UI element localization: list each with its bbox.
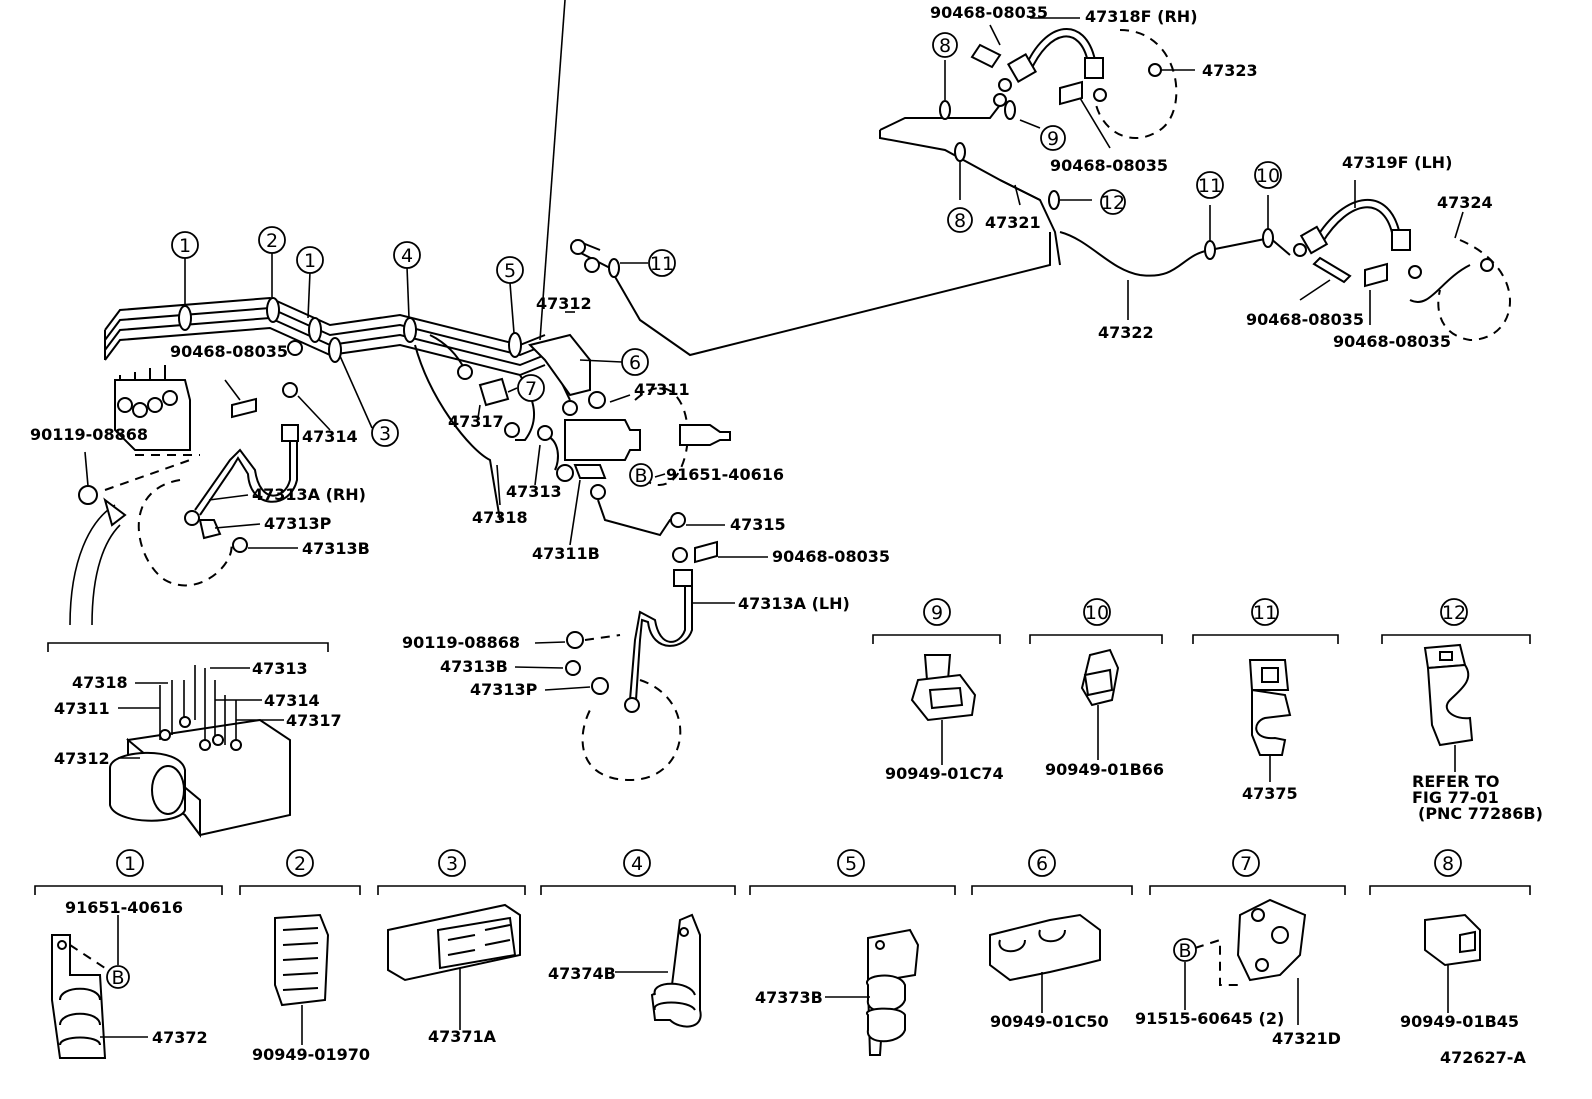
clamp-details-upper: 9 10 11 12 90949-01C74 90949-01B66 47375… [872,598,1543,823]
label-47313p-lh: 47313P [470,680,538,699]
label-47314-detail: 47314 [264,691,320,710]
label-47321: 47321 [985,213,1041,232]
actuator-detail: 47318 47313 47314 47311 47317 47312 [47,642,342,838]
label-refer-line2: FIG 77-01 [1412,788,1499,807]
label-47323: 47323 [1202,61,1258,80]
label-47372: 47372 [152,1028,208,1047]
label-90468-08035-lower: 90468-08035 [772,547,890,566]
clamp-details-lower: 1 2 3 4 5 6 7 8 B [34,849,1531,1067]
label-47313a-rh: 47313A (RH) [252,485,366,504]
label-47312: 47312 [536,294,592,313]
label-47313p-rh: 47313P [264,514,332,533]
label-47311-detail: 47311 [54,699,110,718]
callout-b-a: B [634,465,647,487]
callout-11-a: 11 [1198,175,1222,197]
rh-front-line-group: 8 9 8 12 90468-08035 47318F (RH) 47323 9… [879,3,1258,266]
callout-10-detail: 10 [1085,602,1109,624]
label-90468-08035-lh1: 90468-08035 [1246,310,1364,329]
callout-2-detail: 2 [294,853,306,875]
callout-6-detail: 6 [1036,853,1048,875]
callout-2-a: 2 [266,230,278,252]
label-90468-08035-lh2: 90468-08035 [1333,332,1451,351]
label-47313a-lh: 47313A (LH) [738,594,850,613]
label-90119-08868-lh: 90119-08868 [402,633,520,652]
callout-5-detail: 5 [845,853,857,875]
label-90119-08868-rh: 90119-08868 [30,425,148,444]
main-line-bundle: 1 2 1 4 5 3 6 7 11 B 90468-08035 47312 4… [30,0,1051,782]
label-47313-detail: 47313 [252,659,308,678]
callout-12-a: 12 [1101,192,1125,214]
label-47375: 47375 [1242,784,1298,803]
callout-8-detail: 8 [1442,853,1454,875]
label-90949-01c50: 90949-01C50 [990,1012,1109,1031]
callout-12-detail: 12 [1442,602,1466,624]
callout-5-a: 5 [504,260,516,282]
callout-b-detail7: B [1178,940,1191,962]
label-90949-01c74: 90949-01C74 [885,764,1004,783]
label-90468-08035-bundle: 90468-08035 [170,342,288,361]
callout-8-a: 8 [939,35,951,57]
callout-3-a: 3 [379,423,391,445]
callout-8-b: 8 [954,210,966,232]
label-47318-detail: 47318 [72,673,128,692]
callout-7-a: 7 [525,378,537,400]
label-47373b: 47373B [755,988,823,1007]
label-47313b-rh: 47313B [302,539,370,558]
label-90949-01b66: 90949-01B66 [1045,760,1164,779]
callout-11-detail: 11 [1253,602,1277,624]
label-47311b: 47311B [532,544,600,563]
label-90468-08035-top: 90468-08035 [930,3,1048,22]
label-47319f-lh: 47319F (LH) [1342,153,1452,172]
callout-1-a: 1 [179,235,191,257]
label-90949-01b45: 90949-01B45 [1400,1012,1519,1031]
label-90949-01970: 90949-01970 [252,1045,370,1064]
label-90468-08035-rh2: 90468-08035 [1050,156,1168,175]
label-47374b: 47374B [548,964,616,983]
callout-7-detail: 7 [1240,853,1252,875]
label-47315: 47315 [730,515,786,534]
callout-b-detail1: B [111,967,124,989]
callout-1-b: 1 [304,250,316,272]
callout-4-detail: 4 [631,853,643,875]
callout-4-a: 4 [401,245,413,267]
label-47313b-lh: 47313B [440,657,508,676]
callout-6-a: 6 [629,352,641,374]
label-47313: 47313 [506,482,562,501]
label-47318f-rh: 47318F (RH) [1085,7,1198,26]
label-47321d: 47321D [1272,1029,1341,1048]
label-47317-detail: 47317 [286,711,342,730]
label-47371a: 47371A [428,1027,497,1046]
label-91515-60645: 91515-60645 (2) [1135,1009,1284,1028]
label-refer-line3: (PNC 77286B) [1418,804,1543,823]
callout-11-b: 11 [650,253,674,275]
diagram-ref-id: 472627-A [1440,1048,1526,1067]
label-47317: 47317 [448,412,504,431]
label-47311: 47311 [634,380,690,399]
label-47312-detail: 47312 [54,749,110,768]
label-47324: 47324 [1437,193,1493,212]
lh-rear-line-group: 11 10 47319F (LH) 47324 47322 90468-0803… [1059,153,1511,351]
callout-1-detail: 1 [124,853,136,875]
label-refer-line1: REFER TO [1412,772,1500,791]
label-47314: 47314 [302,427,358,446]
callout-9-detail: 9 [931,602,943,624]
callout-3-detail: 3 [446,853,458,875]
callout-10-a: 10 [1256,165,1280,187]
callout-9-a: 9 [1047,128,1059,150]
label-47322: 47322 [1098,323,1154,342]
label-91651-40616-detail: 91651-40616 [65,898,183,917]
label-47318: 47318 [472,508,528,527]
label-91651-40616-main: 91651-40616 [666,465,784,484]
